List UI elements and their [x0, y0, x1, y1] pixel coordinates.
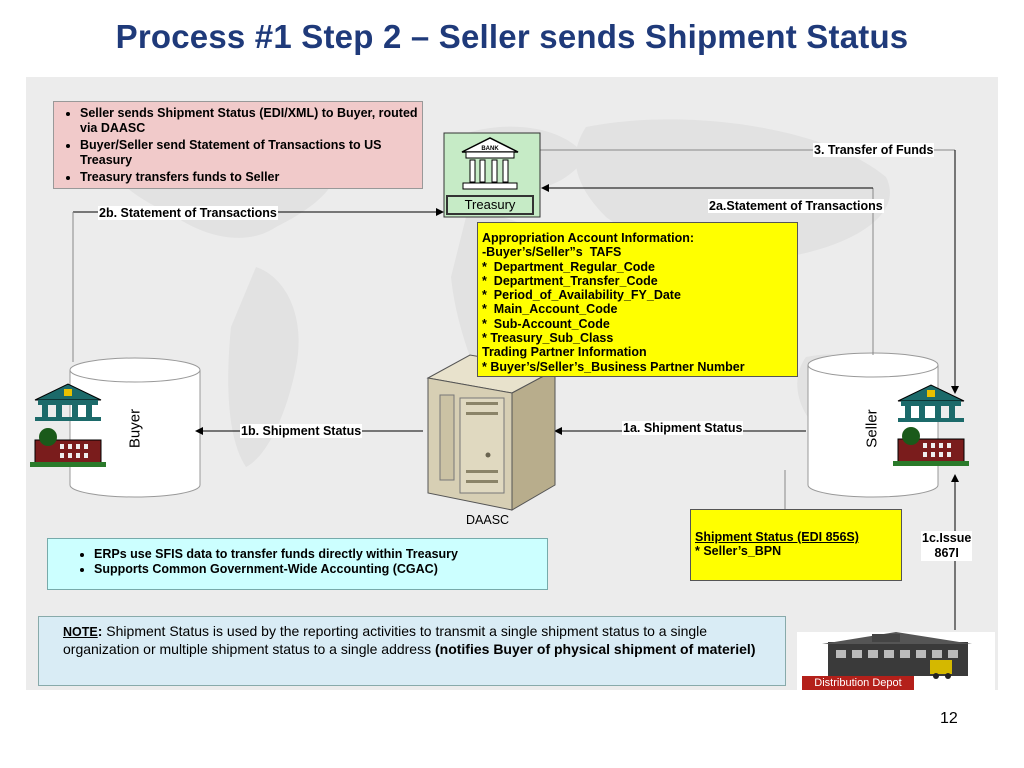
erp-info-box: ERPs use SFIS data to transfer funds dir… — [47, 538, 548, 590]
shipment-1a-label: 1a. Shipment Status — [622, 421, 744, 435]
issue-1c-line1: 1c.Issue — [922, 531, 972, 545]
shipment-status-box: Shipment Status (EDI 856S) * Seller’s_BP… — [690, 509, 902, 581]
summary-bullet: Seller sends Shipment Status (EDI/XML) t… — [80, 106, 422, 136]
appropriation-line: Trading Partner Information — [482, 345, 647, 360]
bank-sign-text: BANK — [481, 146, 499, 152]
note-colon: : — [97, 623, 103, 639]
appropriation-line: -Buyer’s/Seller”s TAFS — [482, 245, 622, 260]
appropriation-line: Appropriation Account Information: — [482, 231, 695, 245]
statement-2a-label: 2a.Statement of Transactions — [708, 199, 884, 213]
statement-2b-label: 2b. Statement of Transactions — [98, 206, 278, 220]
shipment-1b-label: 1b. Shipment Status — [240, 424, 363, 438]
transfer-funds-label: 3. Transfer of Funds — [813, 143, 935, 157]
appropriation-line: * Buyer’s/Seller’s_Business Partner Numb… — [482, 359, 745, 374]
daasc-label: DAASC — [466, 513, 510, 527]
erp-bullet: ERPs use SFIS data to transfer funds dir… — [94, 547, 547, 562]
seller-bank-icon — [897, 384, 965, 422]
distribution-depot-label: Distribution Depot — [802, 676, 914, 690]
buyer-label: Buyer — [126, 408, 144, 449]
appropriation-line: * Department_Regular_Code — [482, 259, 655, 274]
note-text: Shipment Status is used by the reporting… — [63, 623, 708, 657]
erp-bullet: Supports Common Government-Wide Accounti… — [94, 562, 547, 577]
seller-office-building-icon — [893, 427, 969, 466]
issue-1c-label: 1c.Issue 867I — [921, 531, 973, 561]
appropriation-account-box: Appropriation Account Information: -Buye… — [477, 222, 798, 377]
appropriation-line: * Treasury_Sub_Class — [482, 331, 614, 346]
appropriation-line: * Period_of_Availability_FY_Date — [482, 288, 681, 303]
treasury-label: Treasury — [446, 195, 534, 215]
distribution-depot-icon — [797, 632, 995, 690]
shipment-box-heading: Shipment Status (EDI 856S) — [695, 530, 859, 544]
seller-label: Seller — [863, 409, 881, 448]
summary-bullet: Treasury transfers funds to Seller — [80, 170, 422, 185]
appropriation-line: * Sub-Account_Code — [482, 316, 610, 331]
appropriation-line: * Department_Transfer_Code — [482, 273, 658, 288]
appropriation-line: * Main_Account_Code — [482, 302, 618, 317]
issue-1c-line2: 867I — [934, 546, 959, 560]
page-title: Process #1 Step 2 – Seller sends Shipmen… — [115, 18, 909, 55]
daasc-server-icon — [426, 354, 557, 511]
buyer-bank-icon — [34, 383, 102, 421]
process-summary-box: Seller sends Shipment Status (EDI/XML) t… — [53, 101, 423, 189]
note-bold-text: (notifies Buyer of physical shipment of … — [434, 641, 756, 657]
summary-bullet: Buyer/Seller send Statement of Transacti… — [80, 138, 422, 168]
buyer-office-building-icon — [30, 428, 106, 467]
shipment-box-line: * Seller’s_BPN — [695, 544, 782, 559]
note-label: NOTE — [63, 625, 98, 639]
note-box: NOTE: Shipment Status is used by the rep… — [38, 616, 786, 686]
page-number: 12 — [940, 710, 958, 727]
